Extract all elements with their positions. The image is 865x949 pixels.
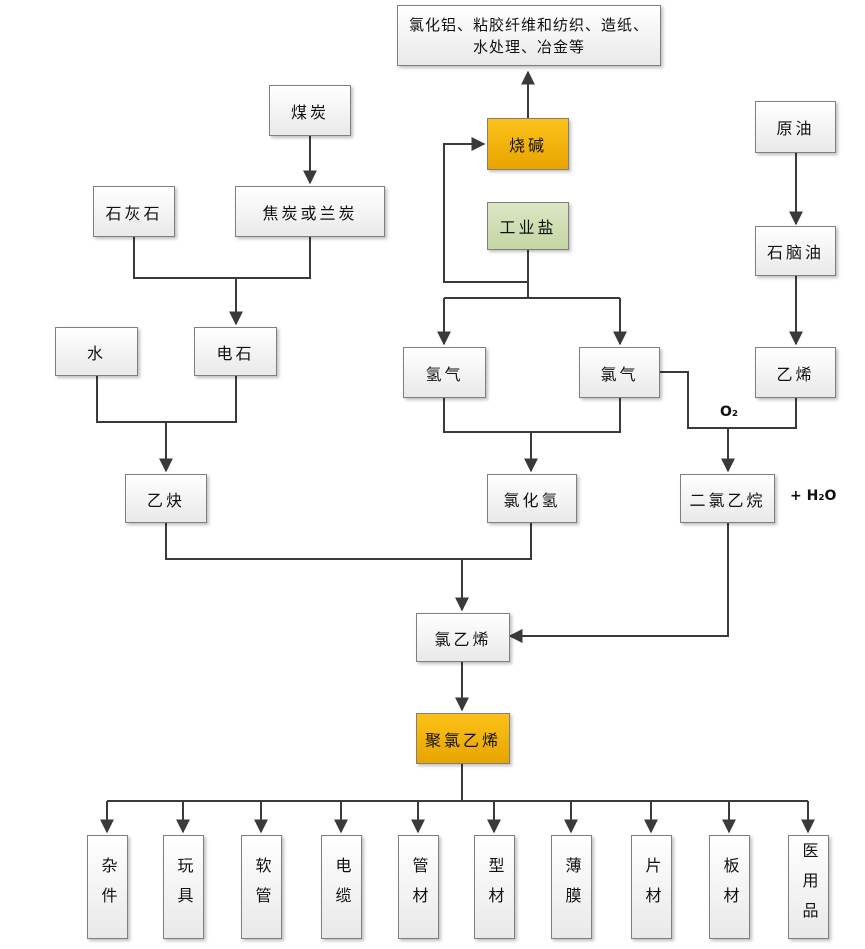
salt-to-caustic-arrow [443, 137, 528, 283]
product-item: 杂件 [87, 835, 128, 939]
water-carbide-merge-line [96, 376, 237, 423]
chlorine-node: 氯气 [579, 347, 660, 398]
vinyl-chloride-node: 氯乙烯 [416, 613, 510, 662]
product-item: 玩具 [163, 835, 204, 939]
hydrogen-node: 氢气 [403, 347, 486, 398]
water-node: 水 [55, 327, 138, 376]
acetylene-node: 乙炔 [125, 474, 207, 523]
acetylene-hcl-merge-line [165, 523, 532, 560]
limestone-node: 石灰石 [93, 186, 175, 237]
chlorine-to-dce-line [660, 371, 797, 429]
calcium-carbide-node: 电石 [194, 327, 277, 376]
oxygen-label: O₂ [720, 404, 739, 420]
caustic-soda-node: 烧碱 [487, 118, 569, 170]
dce-to-vinyl-chloride-arrow [508, 523, 729, 643]
h2-cl2-merge-line [443, 398, 621, 433]
pvc-node: 聚氯乙烯 [416, 713, 510, 764]
product-item: 医用品 [788, 835, 829, 939]
limestone-coke-merge-line [133, 237, 311, 279]
product-item: 板材 [709, 835, 750, 939]
product-item: 型材 [474, 835, 515, 939]
hydrogen-chloride-node: 氯化氢 [487, 474, 577, 523]
crude-oil-node: 原油 [755, 101, 836, 153]
product-item: 管材 [398, 835, 439, 939]
product-item: 片材 [631, 835, 672, 939]
product-item: 软管 [241, 835, 282, 939]
water-byproduct-label: + H₂O [790, 488, 837, 504]
coke-node: 焦炭或兰炭 [235, 186, 385, 237]
product-item: 薄膜 [551, 835, 592, 939]
downstream-products-box: 氯化铝、粘胶纤维和纺织、造纸、水处理、冶金等 [397, 5, 661, 66]
dichloroethane-node: 二氯乙烷 [680, 474, 775, 523]
naphtha-node: 石脑油 [755, 226, 836, 276]
industrial-salt-node: 工业盐 [487, 202, 569, 250]
ethylene-node: 乙烯 [755, 347, 836, 398]
coal-node: 煤炭 [269, 85, 351, 136]
product-item: 电缆 [321, 835, 362, 939]
